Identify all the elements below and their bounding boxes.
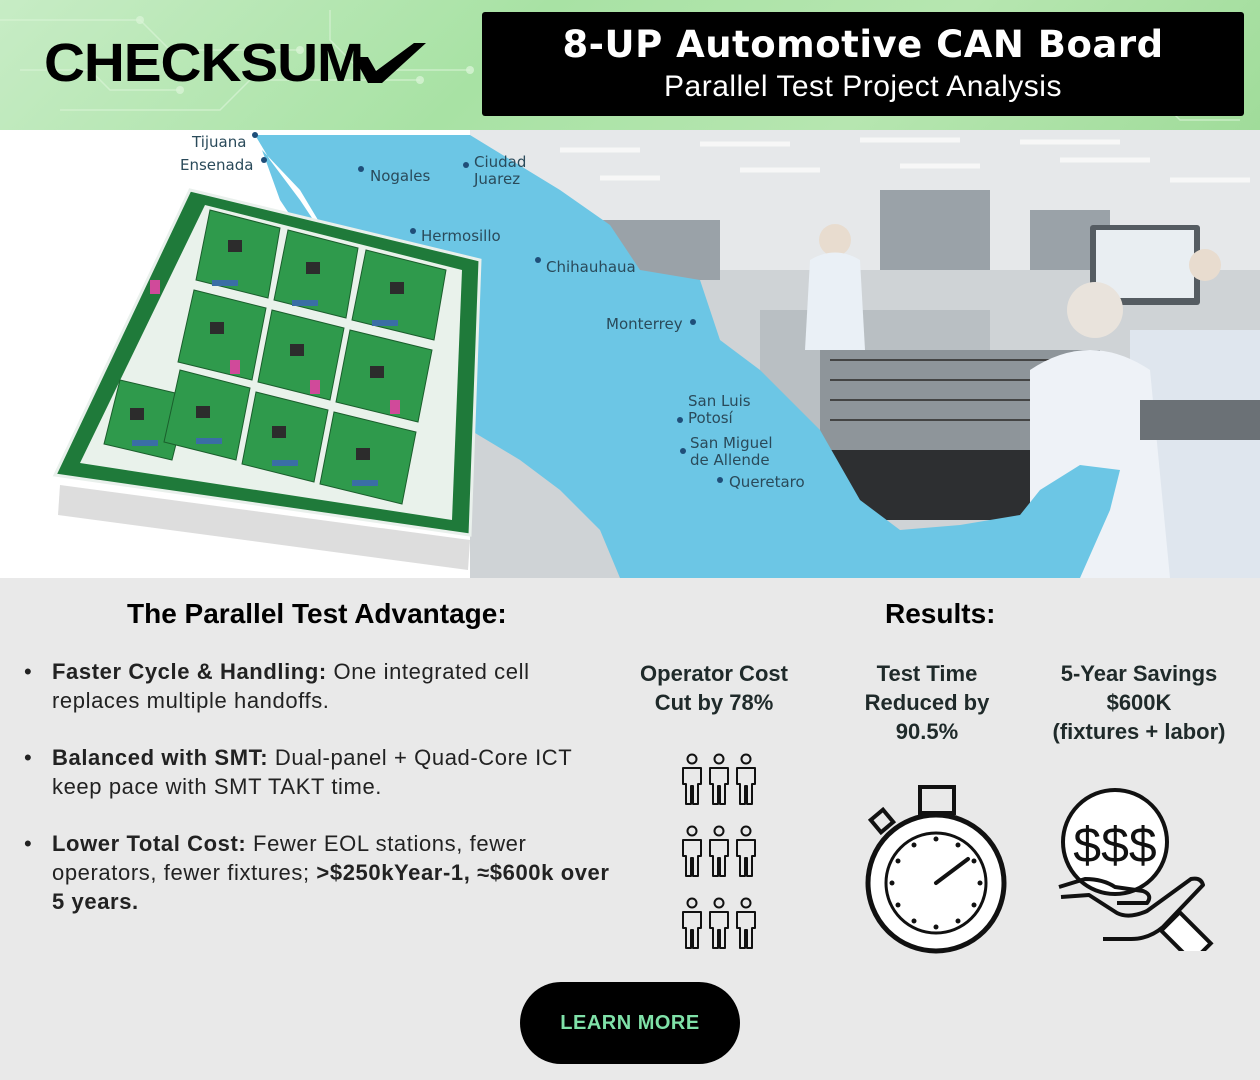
mexico-map: [255, 135, 1120, 578]
circuit-pattern-decoration: [0, 10, 1240, 121]
logo-text: CHECKSUM: [44, 33, 364, 93]
savings-label: 5-Year Savings $600K (fixtures + labor): [1036, 659, 1242, 746]
title-box: 8-UP Automotive CAN Board Parallel Test …: [482, 12, 1244, 116]
list-item: Lower Total Cost: Fewer EOL stations, fe…: [24, 829, 624, 916]
stopwatch-icon: [865, 785, 1007, 954]
pcb-panel: [52, 188, 482, 570]
hero-image: Tijuana Ensenada Nogales Ciudad Juarez H…: [0, 130, 1260, 578]
operators-icon: [682, 753, 756, 949]
city-label-hermosillo: Hermosillo: [421, 227, 501, 245]
bullet-text: Fewer EOL stations, fewer operators, few…: [52, 831, 527, 885]
city-label-queretaro: Queretaro: [729, 473, 805, 491]
bullet-text: Dual-panel + Quad-Core ICT keep pace wit…: [52, 745, 572, 799]
city-label-ciudad-juarez: Ciudad Juarez: [474, 153, 527, 188]
page-title: 8-UP Automotive CAN Board: [562, 23, 1164, 66]
city-label-ensenada: Ensenada: [180, 156, 254, 174]
header-banner: CHECKSUM 8-UP Automotive CAN Board Paral…: [0, 0, 1260, 130]
bullet-bold: Balanced with SMT:: [52, 745, 269, 770]
bullet-bold: Lower Total Cost:: [52, 831, 247, 856]
city-label-chihauhaua: Chihauhaua: [546, 258, 636, 276]
test-time-line1: Test Time: [876, 661, 978, 686]
savings-line2: $600K: [1106, 690, 1172, 715]
operator-cost-line1: Operator Cost: [640, 661, 788, 686]
page-subtitle: Parallel Test Project Analysis: [664, 70, 1062, 103]
advantage-list: Faster Cycle & Handling: One integrated …: [24, 657, 624, 944]
test-time-line2: Reduced by: [864, 690, 990, 715]
city-dot: [535, 257, 541, 263]
operator-cost-label: Operator Cost Cut by 78%: [624, 659, 804, 717]
city-dot: [358, 166, 364, 172]
test-time-label: Test Time Reduced by 90.5%: [842, 659, 1012, 746]
city-label-san-miguel-de-allende: San Miguel de Allende: [690, 434, 773, 469]
bullet-bold-highlight: >$250kYear-1, ≈$600k over 5 years.: [52, 860, 610, 914]
city-label-monterrey: Monterrey: [606, 315, 683, 333]
advantage-heading: The Parallel Test Advantage:: [127, 598, 507, 629]
bullet-bold: Faster Cycle & Handling:: [52, 659, 327, 684]
city-label-nogales: Nogales: [370, 167, 431, 185]
city-dot: [677, 417, 683, 423]
city-dot: [680, 448, 686, 454]
results-heading: Results:: [885, 598, 996, 629]
city-dot: [463, 162, 469, 168]
svg-text:$$$: $$$: [1073, 817, 1156, 873]
city-dot: [261, 157, 267, 163]
savings-line1: 5-Year Savings: [1060, 661, 1218, 686]
savings-line3: (fixtures + labor): [1052, 719, 1226, 744]
operator-cost-line2: Cut by 78%: [654, 690, 774, 715]
city-label-san-luis-potosi: San Luis Potosí: [688, 392, 751, 427]
city-dot: [252, 132, 258, 138]
city-dot: [690, 319, 696, 325]
city-dot: [717, 477, 723, 483]
city-label-tijuana: Tijuana: [192, 133, 247, 151]
list-item: Faster Cycle & Handling: One integrated …: [24, 657, 624, 715]
list-item: Balanced with SMT: Dual-panel + Quad-Cor…: [24, 743, 624, 801]
checkmark-icon: [354, 43, 427, 83]
learn-more-button[interactable]: LEARN MORE: [520, 982, 740, 1064]
test-time-line3: 90.5%: [895, 719, 959, 744]
city-dot: [410, 228, 416, 234]
bullet-text: One integrated cell replaces multiple ha…: [52, 659, 530, 713]
checksum-logo[interactable]: CHECKSUM: [44, 33, 427, 93]
money-hand-icon: $$$: [1058, 788, 1214, 951]
